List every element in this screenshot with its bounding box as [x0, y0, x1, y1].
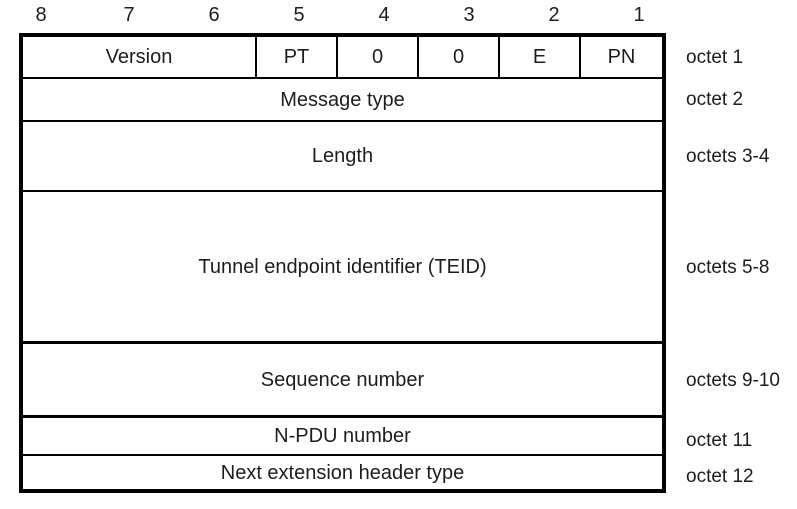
octet-label-2: octet 2 — [686, 89, 744, 110]
bit-label-4: 4 — [378, 4, 390, 26]
header-field-table: Version PT 0 0 E PN Message type Length … — [19, 33, 666, 493]
row-octets-5-8: Tunnel endpoint identifier (TEID) — [23, 192, 662, 344]
octet-label-3-4: octets 3-4 — [686, 146, 770, 167]
bit-label-1: 1 — [633, 4, 645, 26]
field-message-type: Message type — [280, 88, 405, 111]
bit-label-8: 8 — [35, 4, 47, 26]
field-npdu-number: N-PDU number — [274, 425, 411, 447]
field-e-flag: E — [500, 37, 581, 77]
field-length: Length — [311, 145, 374, 167]
field-next-extension-header-type: Next extension header type — [220, 461, 465, 484]
field-spare-bit-3: 0 — [419, 37, 500, 77]
row-octet-1: Version PT 0 0 E PN — [23, 37, 662, 79]
bit-label-3: 3 — [463, 4, 475, 26]
field-sequence-number: Sequence number — [260, 368, 425, 391]
row-octets-9-10: Sequence number — [23, 344, 662, 418]
field-pt: PT — [257, 37, 338, 77]
octet-label-11: octet 11 — [686, 430, 753, 451]
bit-label-7: 7 — [123, 4, 135, 26]
octet-label-5-8: octets 5-8 — [686, 257, 770, 278]
row-octet-12: Next extension header type — [23, 456, 662, 489]
field-spare-bit-4: 0 — [338, 37, 419, 77]
row-octet-2: Message type — [23, 79, 662, 122]
bit-label-6: 6 — [208, 4, 220, 26]
bit-label-2: 2 — [548, 4, 560, 26]
row-octets-3-4: Length — [23, 122, 662, 192]
field-version: Version — [23, 37, 257, 77]
octet-label-9-10: octets 9-10 — [686, 370, 780, 391]
field-pn-flag: PN — [607, 46, 636, 68]
bit-label-5: 5 — [293, 4, 305, 26]
row-octet-11: N-PDU number — [23, 418, 662, 456]
octet-label-12: octet 12 — [686, 466, 754, 487]
field-teid: Tunnel endpoint identifier (TEID) — [198, 255, 487, 278]
octet-label-1: octet 1 — [686, 47, 744, 68]
